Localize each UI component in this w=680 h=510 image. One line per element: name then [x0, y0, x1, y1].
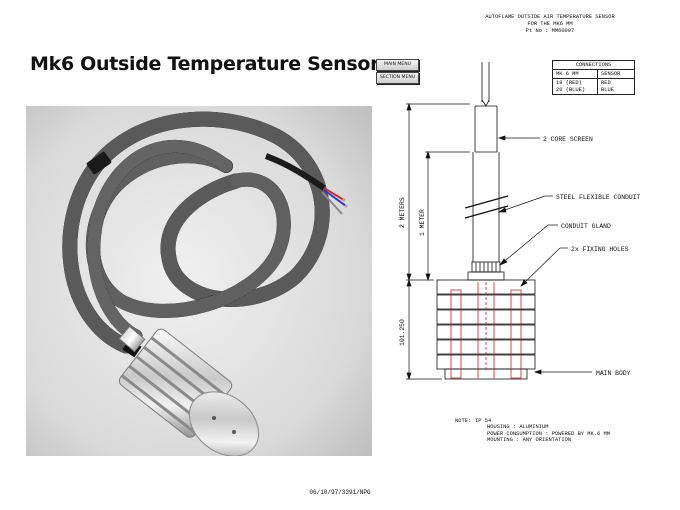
drawing-title: AUTOFLAME OUTSIDE AIR TEMPERATURE SENSOR	[485, 14, 615, 20]
label-main-body: MAIN BODY	[596, 370, 631, 377]
drawing-subtitle: FOR THE MK6 MM	[527, 21, 573, 27]
sensor-red: RED	[601, 80, 611, 87]
note-ip: IP 54	[475, 418, 492, 424]
sensor-photo-image	[26, 106, 372, 457]
section-menu-button[interactable]: SECTION MENU	[376, 72, 419, 84]
note-housing: HOUSING : ALUMINIUM	[487, 424, 549, 431]
main-menu-button[interactable]: MAIN MENU	[376, 59, 419, 71]
dim-two-meters: 2 METERS	[399, 197, 406, 228]
page-title: Mk6 Outside Temperature Sensor	[30, 53, 380, 75]
connections-cell: RED BLUE	[597, 78, 635, 95]
terminal-red: 19 (RED)	[556, 80, 582, 87]
connections-table: CONNECTIONS MK.6 MM SENSOR 19 (RED) 20 (…	[552, 59, 635, 95]
note-mounting: MOUNTING : ANY ORIENTATION	[487, 437, 572, 444]
drawing-header: AUTOFLAME OUTSIDE AIR TEMPERATURE SENSOR…	[470, 14, 630, 35]
sensor-photo	[26, 106, 372, 457]
label-fixing-holes: 2x FIXING HOLES	[571, 246, 629, 253]
dim-one-meter: 1 METER	[419, 209, 426, 236]
drawing-notes: NOTE:IP 54 HOUSING : ALUMINIUM POWER CON…	[455, 418, 610, 444]
part-number: Pt No : MM60007	[525, 28, 575, 34]
dim-body-height: 101.250	[399, 319, 406, 346]
label-core-screen: 2 CORE SCREEN	[543, 136, 593, 143]
label-conduit-gland: CONDUIT GLAND	[561, 223, 611, 230]
notes-label: NOTE:	[455, 418, 472, 424]
sensor-blue: BLUE	[601, 86, 614, 93]
document-reference: 06/10/97/3391/NPG	[309, 489, 371, 496]
note-power: POWER CONSUMPTION : POWERED BY MK.6 MM	[487, 430, 610, 437]
terminal-blue: 20 (BLUE)	[556, 86, 586, 93]
label-steel-conduit: STEEL FLEXIBLE CONDUIT	[556, 194, 641, 201]
connections-cell: 19 (RED) 20 (BLUE)	[552, 78, 598, 95]
